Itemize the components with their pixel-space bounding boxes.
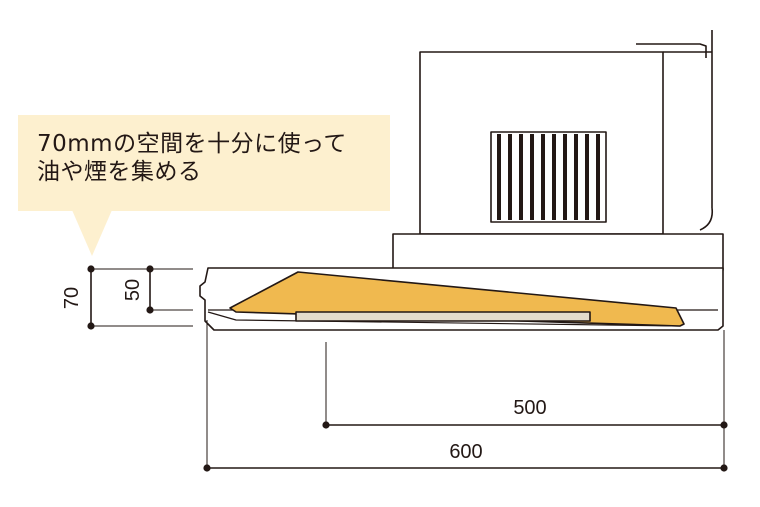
callout-bubble [18,115,390,211]
fan-housing [392,233,724,271]
filter-bar [295,311,591,322]
vent-grille [490,131,607,223]
dimension-label-50: 50 [122,279,144,301]
callout-pointer [72,210,112,256]
dimension-width-600 [203,320,728,472]
dimension-height-70 [87,265,193,330]
callout-text: 70mmの空間を十分に使って 油や煙を集める [37,130,382,186]
dimension-height-50 [146,265,193,314]
dimension-label-600: 600 [449,441,482,463]
dimension-label-70: 70 [61,287,83,309]
dimension-label-500: 500 [513,397,546,419]
callout-line-1: 70mmの空間を十分に使って [37,131,347,157]
dimension-width-500 [322,330,728,429]
callout-line-2: 油や煙を集める [37,159,202,185]
